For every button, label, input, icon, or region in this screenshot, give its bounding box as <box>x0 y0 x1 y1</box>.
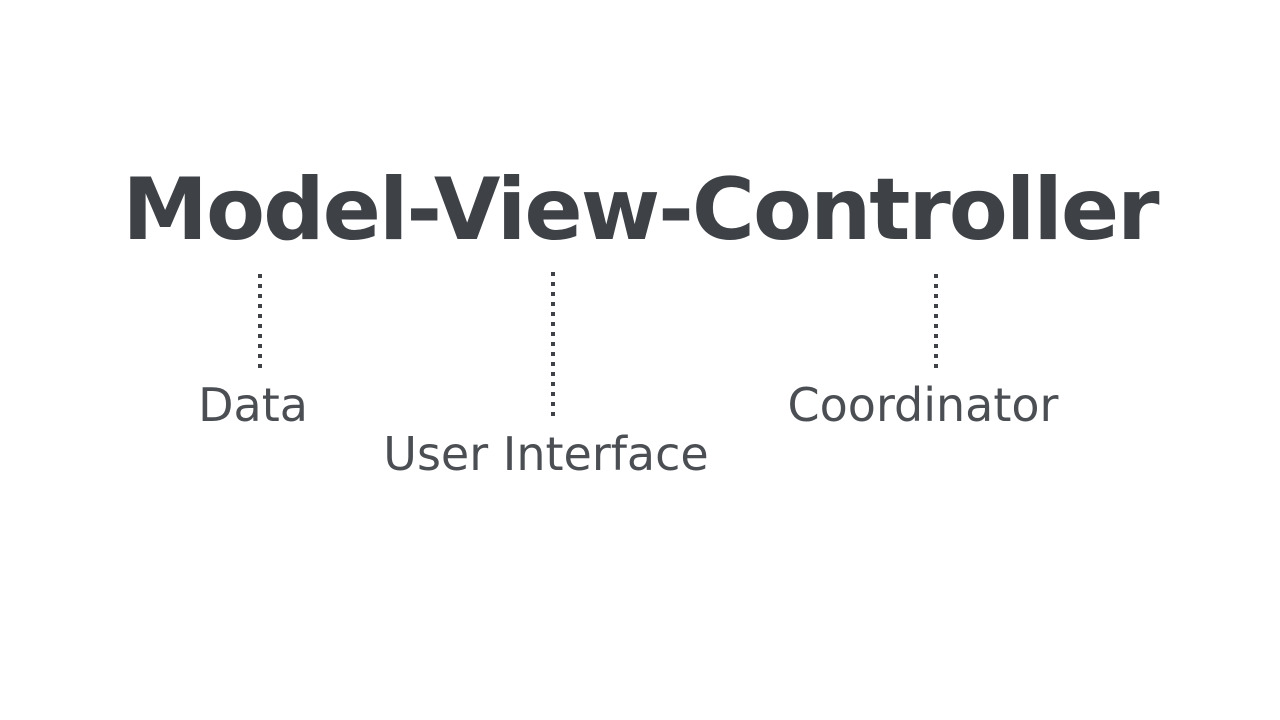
connector-view-to-user-interface <box>551 272 555 422</box>
label-view-user-interface: User Interface <box>383 427 709 481</box>
connector-controller-to-coordinator <box>934 274 938 369</box>
diagram-title: Model-View-Controller <box>122 160 1159 260</box>
label-model-data: Data <box>198 378 308 432</box>
label-controller-coordinator: Coordinator <box>787 378 1059 432</box>
connector-model-to-data <box>258 274 262 370</box>
